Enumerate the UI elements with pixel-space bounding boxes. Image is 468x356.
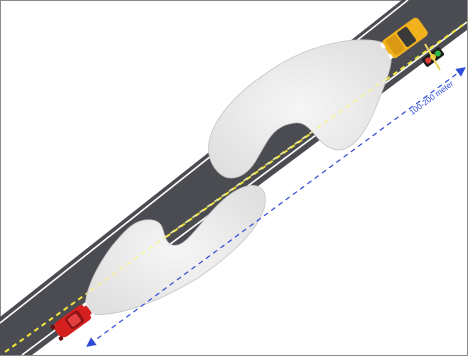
yellow-car-icon xyxy=(380,17,428,60)
traffic-light-pole xyxy=(424,43,441,71)
